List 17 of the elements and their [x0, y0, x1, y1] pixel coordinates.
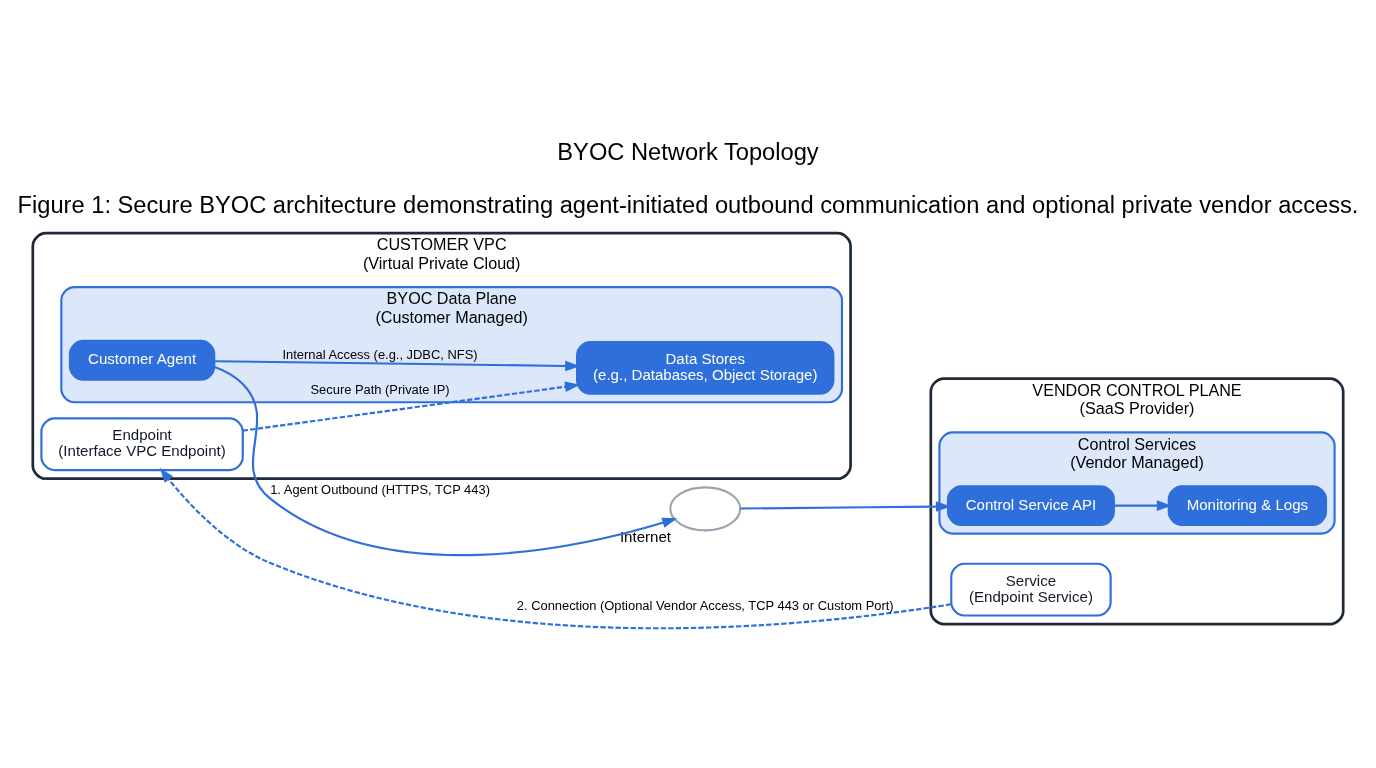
- edge-label: 2. Connection (Optional Vendor Access, TCP 443 or Custom Port): [516, 597, 894, 613]
- arrow: [159, 467, 952, 629]
- node-label: Internet: [619, 527, 672, 545]
- node-cloud: [669, 485, 742, 531]
- node-box: Customer Agent: [68, 339, 216, 381]
- edge-label: 1. Agent Outbound (HTTPS, TCP 443): [270, 481, 490, 497]
- edge-label: Secure Path (Private IP): [310, 381, 450, 397]
- arrow: [242, 381, 581, 432]
- node-box: Control Service API: [946, 484, 1115, 526]
- node-box: Endpoint (Interface VPC Endpoint): [40, 416, 244, 471]
- node-box: Monitoring & Logs: [1167, 484, 1328, 526]
- caption: Figure 1: Secure BYOC architecture demonstrating agent-initiated outbound communication and optional private vendor access.: [17, 191, 1359, 218]
- edge-label: Internal Access (e.g., JDBC, NFS): [282, 346, 478, 362]
- node-box: Data Stores (e.g., Databases, Object Storage): [576, 340, 835, 395]
- arrow: [214, 365, 678, 556]
- diagram-title: BYOC Network Topology: [557, 138, 819, 165]
- node-box: Service (Endpoint Service): [950, 562, 1112, 617]
